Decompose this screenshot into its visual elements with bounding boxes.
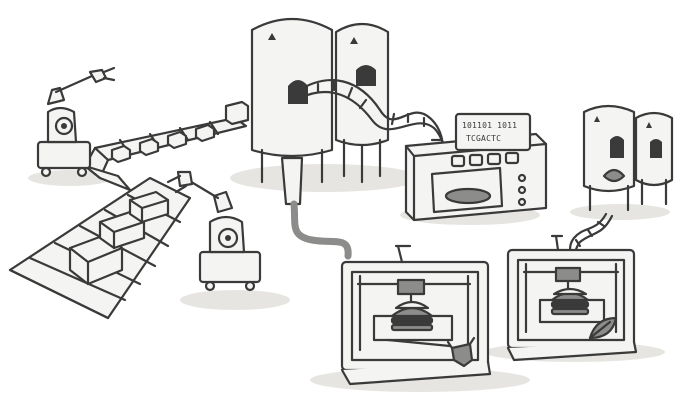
fermentation-tank-icon [636,113,672,204]
fermentation-tank-icon [336,24,388,182]
robot-arm-icon [168,172,260,290]
feed-pipe [294,204,348,256]
food-3d-printer-icon [508,236,636,360]
fermentation-tank-icon [584,106,634,210]
food-3d-printer-icon [342,246,490,384]
dna-sequencer-icon: 101101 1011 TCGACTC [406,114,546,220]
display-code-line2: TCGACTC [466,134,501,143]
display-code-line1: 101101 1011 [462,121,517,130]
